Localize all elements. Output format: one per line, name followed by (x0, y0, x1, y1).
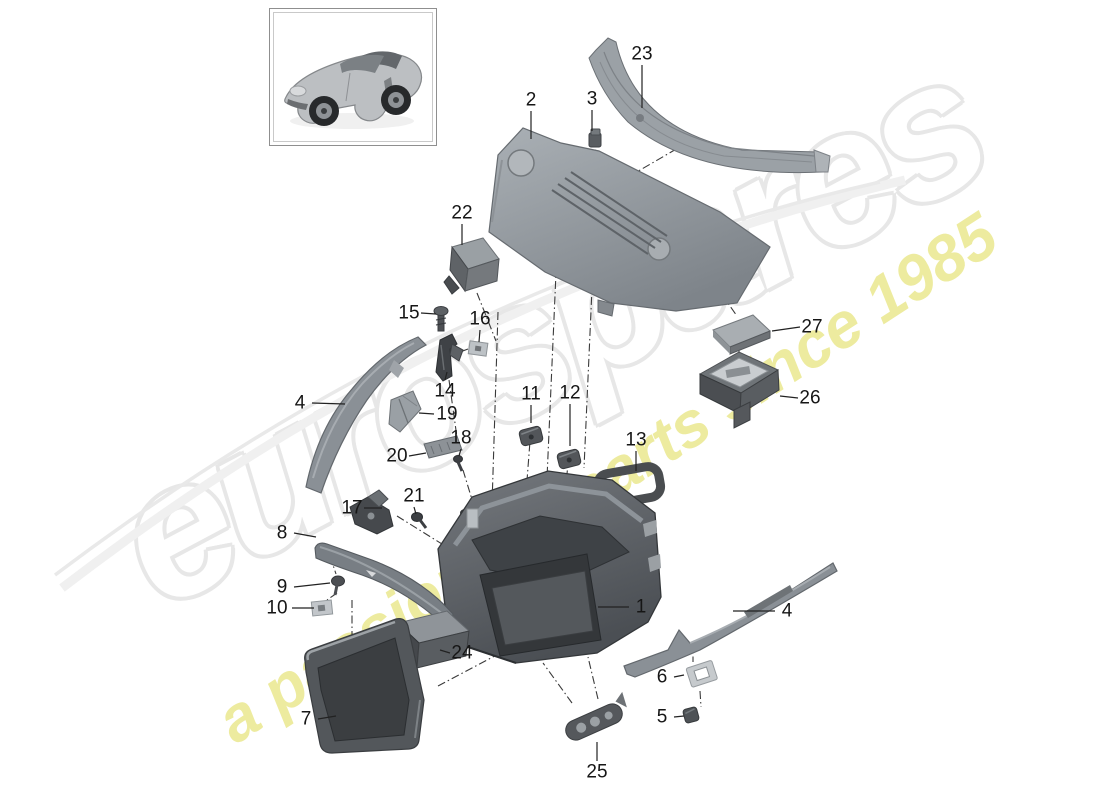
part-callout-24[interactable]: 24 (451, 642, 473, 664)
part-callout-10[interactable]: 10 (266, 597, 288, 619)
part-1-boot-lining-tub (437, 470, 662, 664)
part-callout-20[interactable]: 20 (386, 445, 408, 467)
part-23-cowl-grille (588, 37, 831, 174)
part-15-screw (433, 306, 449, 332)
part-18-screw (453, 455, 464, 472)
part-16-pad (467, 340, 489, 357)
part-10-pad (310, 599, 334, 617)
part-callout-27[interactable]: 27 (801, 316, 823, 338)
part-callout-3[interactable]: 3 (586, 88, 598, 110)
vehicle-thumbnail-frame (269, 8, 437, 146)
part-26-tray (698, 351, 780, 429)
part-callout-22[interactable]: 22 (451, 202, 473, 224)
part-callout-12[interactable]: 12 (559, 382, 581, 404)
part-20-plate (423, 435, 463, 459)
part-4-left-trim-strip (305, 336, 427, 494)
part-callout-15[interactable]: 15 (398, 302, 420, 324)
part-callout-4[interactable]: 4 (781, 600, 793, 622)
part-callout-8[interactable]: 8 (276, 522, 288, 544)
part-12-clip (556, 448, 582, 470)
part-6-pad (685, 660, 718, 688)
part-5-clip (682, 706, 700, 724)
part-callout-18[interactable]: 18 (450, 427, 472, 449)
porsche-718-car-icon (284, 51, 423, 129)
vehicle-thumbnail-inner-frame (273, 12, 433, 142)
part-22-stowage-box (443, 237, 500, 295)
part-14-bracket (435, 333, 464, 382)
part-callout-9[interactable]: 9 (276, 576, 288, 598)
part-callout-17[interactable]: 17 (341, 497, 363, 519)
part-callout-26[interactable]: 26 (799, 387, 821, 409)
part-callout-13[interactable]: 13 (625, 429, 647, 451)
part-callout-1[interactable]: 1 (635, 596, 647, 618)
part-27-lid (712, 314, 771, 355)
part-callout-23[interactable]: 23 (631, 43, 653, 65)
part-7-side-panel (304, 618, 425, 754)
part-callout-5[interactable]: 5 (656, 706, 668, 728)
part-3-clip (588, 128, 602, 148)
part-callout-25[interactable]: 25 (586, 761, 608, 783)
part-callout-6[interactable]: 6 (656, 666, 668, 688)
part-callout-11[interactable]: 11 (521, 383, 541, 405)
part-callout-21[interactable]: 21 (403, 485, 425, 507)
part-19-bracket (388, 390, 422, 433)
part-callout-7[interactable]: 7 (300, 708, 312, 730)
part-25-latch-bracket (565, 691, 627, 741)
part-callout-16[interactable]: 16 (469, 308, 491, 330)
part-callout-14[interactable]: 14 (434, 380, 456, 402)
part-callout-4[interactable]: 4 (294, 392, 306, 414)
part-2-cowl-panel (488, 127, 771, 317)
part-17-bracket (349, 489, 394, 535)
callout-leader-lines (292, 65, 801, 761)
part-callout-19[interactable]: 19 (436, 403, 458, 425)
part-callout-2[interactable]: 2 (525, 89, 537, 111)
part-9-fastener (331, 575, 345, 596)
part-11-clip (518, 425, 544, 447)
